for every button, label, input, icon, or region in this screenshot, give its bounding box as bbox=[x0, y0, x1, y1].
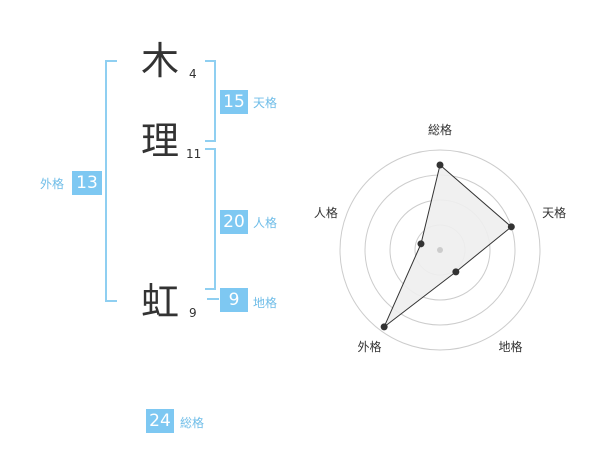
gaikaku-value: 13 bbox=[72, 171, 102, 195]
name-char-1: 木 bbox=[141, 39, 180, 83]
radar-point-4 bbox=[380, 323, 388, 331]
jinkaku-bracket bbox=[205, 148, 216, 290]
radar-point-3 bbox=[452, 268, 460, 276]
tenkaku-bracket bbox=[205, 60, 216, 142]
radar-axis-label: 総格 bbox=[428, 122, 452, 137]
radar-axis-label: 天格 bbox=[542, 205, 566, 220]
gaikaku-label: 外格 bbox=[40, 177, 65, 191]
stroke-count-2: 11 bbox=[186, 147, 202, 161]
tenkaku-value: 15 bbox=[220, 90, 248, 114]
radar-axis-label: 地格 bbox=[499, 339, 523, 354]
gaikaku-bracket bbox=[105, 60, 117, 302]
radar-series-polygon bbox=[383, 164, 513, 328]
chikaku-connector bbox=[207, 298, 219, 300]
stroke-count-3: 9 bbox=[189, 306, 197, 320]
chikaku-value: 9 bbox=[220, 288, 248, 312]
radar-point-1 bbox=[436, 161, 444, 169]
radar-axis-label: 外格 bbox=[357, 339, 381, 354]
jinkaku-value: 20 bbox=[220, 210, 248, 234]
radar-point-2 bbox=[507, 223, 515, 231]
soukaku-value: 24 bbox=[146, 409, 174, 433]
soukaku-label: 総格 bbox=[180, 416, 205, 430]
chikaku-label: 地格 bbox=[253, 296, 278, 310]
radar-center-dot bbox=[437, 247, 443, 253]
stroke-count-1: 4 bbox=[189, 67, 197, 81]
jinkaku-label: 人格 bbox=[253, 216, 278, 230]
radar-axis-label: 人格 bbox=[314, 205, 338, 220]
name-char-2: 理 bbox=[141, 119, 180, 163]
radar-point-5 bbox=[417, 240, 425, 248]
name-char-3: 虹 bbox=[141, 280, 180, 324]
tenkaku-label: 天格 bbox=[253, 96, 278, 110]
radar-grid-ring bbox=[339, 149, 541, 351]
